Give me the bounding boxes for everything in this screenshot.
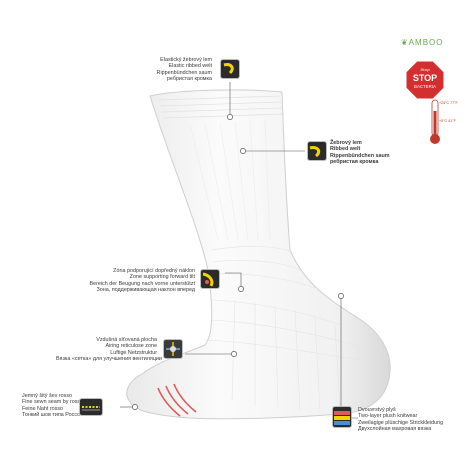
stop-badge-line3: BACTERIA [414,84,436,89]
stop-badge-line2: STOP [412,73,438,83]
mesh-zone [204,246,371,411]
thermometer-icon [430,99,440,144]
annotation-welt-right: Žebrový lem Ribbed welt Rippenbündchen s… [330,140,390,165]
welt-badge-icon [221,60,239,78]
brand-logo: ❦AMBOO [401,38,443,47]
stop-badge-line1: Stop [420,67,430,72]
stop-bacteria-badge: Stop STOP BACTERIA [405,60,445,100]
leader-dots [132,114,344,410]
leg-rib-texture [189,119,271,241]
airing-badge-icon [164,340,182,358]
brand-logo-text: AMBOO [408,38,444,47]
toe-seam-badge-icon [80,399,102,415]
toe-stripes [157,383,197,417]
annotation-tilt-zone: Zóna podporující dopředný náklon Zone su… [89,268,195,293]
annotation-plush: Dvouvrstvý plyš Two-layer plush knitwear… [358,407,444,432]
welt-ribs [157,95,283,119]
tilt-badge-icon [201,270,219,288]
sock-body [126,89,391,420]
welt-right-badge-icon [308,142,326,160]
annotation-airing-zone: Vzdušná síťovaná plocha Airing reticulos… [56,337,162,362]
annotation-welt-top: Elastický žebrový lem Elastic ribbed wel… [156,57,212,82]
plush-badge-icon [333,407,351,427]
thermo-upper-label: +25°C 77°F [439,101,458,105]
annotation-toe-seam: Jemný šitý šev rosso Fine sewn seam by r… [22,393,84,418]
thermo-lower-label: +5°C 41°F [439,119,456,123]
leaf-icon: ❦ [401,38,409,47]
